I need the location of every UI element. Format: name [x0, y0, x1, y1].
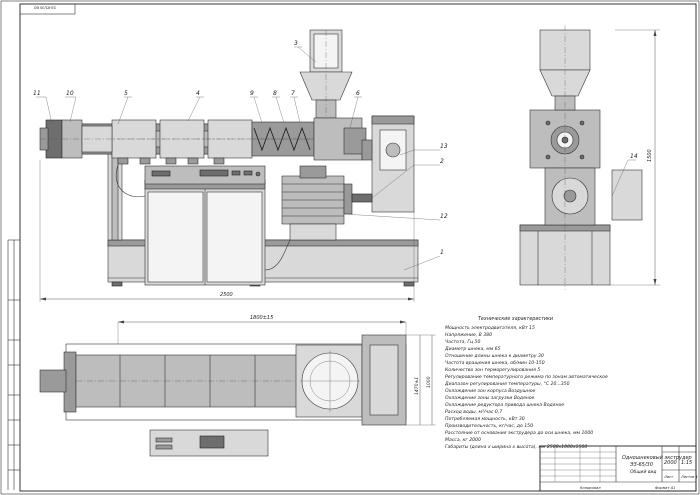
title-scale: 1:15 [681, 460, 692, 466]
spec-line: Мощность электродвигателя, кВт 15 [445, 325, 535, 331]
spec-line: Напряжение, В 380 [445, 332, 492, 338]
callout-5: 5 [124, 90, 128, 97]
drawing-frame [19, 3, 697, 492]
callout-3: 3 [294, 40, 298, 47]
spec-line: Частота вращения шнека, об/мин 10-150 [445, 360, 545, 366]
side-height-label: 1500 [647, 149, 653, 162]
plan-length-label: 1800±15 [250, 315, 273, 321]
overall-length-label: 2500 [220, 292, 233, 298]
electric-motor [281, 165, 373, 241]
callout-13: 13 [440, 143, 448, 150]
callout-2: 2 [440, 158, 444, 165]
title-name-line2: ЭЗ-65/30 [629, 462, 653, 468]
spec-line: Диапазон регулирования температуры, °С 2… [444, 381, 570, 387]
callout-1: 1 [440, 249, 444, 256]
plan-width-tol-label: 1470±1 [414, 377, 420, 395]
side-cabinet [611, 169, 643, 221]
callout-10: 10 [66, 90, 74, 97]
callout-4: 4 [196, 90, 200, 97]
spec-line: Потребляемая мощность, кВт 30 [445, 416, 525, 422]
title-sheet-label: Лист [663, 475, 674, 479]
plan-width-label: 1000 [426, 376, 432, 388]
title-format: Формат А1 [655, 486, 675, 490]
spec-line: Отношение длины шнека к диаметру 30 [445, 353, 544, 359]
callout-8: 8 [273, 90, 277, 97]
specs-heading: Технические характеристики [478, 316, 553, 322]
front-view: 2500 [39, 29, 419, 302]
spec-line: Частота, Гц 50 [445, 339, 480, 345]
left-margin-strip [7, 239, 20, 490]
title-name-line1: Одношнековый экструдер [622, 455, 692, 461]
title-copied: Копировал [580, 486, 601, 490]
spec-line: Расстояние от основания экструдера до ос… [445, 430, 593, 436]
spec-line: Количество зон терморегулирования 5 [445, 367, 540, 373]
spec-line: Регулирование температурного режима по з… [445, 374, 608, 380]
spec-line: Диаметр шнека, мм 65 [444, 346, 501, 352]
callout-7: 7 [291, 90, 295, 97]
title-block: Одношнековый экструдер ЭЗ-65/30 Общий ви… [539, 445, 698, 492]
spec-line: Охлаждение зоны загрузки Водяное [445, 395, 535, 401]
coupling [351, 193, 373, 203]
spec-line: Охлаждение редуктора привода шнека Водян… [445, 402, 564, 408]
feed-hopper [299, 29, 353, 119]
callouts-front: 11 10 5 4 9 8 7 6 3 13 2 12 1 [33, 40, 448, 271]
callout-9: 9 [250, 90, 254, 97]
side-view: 1500 14 [519, 25, 660, 290]
spec-line: Производительность, кг/час, до 150 [445, 423, 533, 429]
heater-zones [111, 119, 253, 165]
title-sheets-label: Листов 1 [680, 475, 698, 479]
spec-line: Охлаждение зон корпуса Воздушное [445, 388, 536, 394]
callout-6: 6 [356, 90, 360, 97]
callout-14: 14 [630, 153, 638, 160]
spec-line: Расход воды, м³/час 0,7 [445, 409, 502, 415]
title-name-line3: Общий вид [630, 469, 657, 475]
callout-11: 11 [33, 90, 41, 97]
technical-specifications: Технические характеристики Мощность элек… [444, 316, 608, 450]
title-mass: 2000 [664, 460, 677, 466]
callout-12: 12 [440, 213, 448, 220]
top-stamp-number: ЭЗ-65/30 ВО [33, 6, 56, 10]
top-left-stamp-box [19, 3, 76, 15]
spec-line: Масса, кг 2000 [445, 437, 481, 443]
plan-view: 1800±15 1470±1 1000 [39, 315, 436, 457]
spec-line: Габариты (длина х ширина х высота), мм 2… [445, 444, 587, 450]
